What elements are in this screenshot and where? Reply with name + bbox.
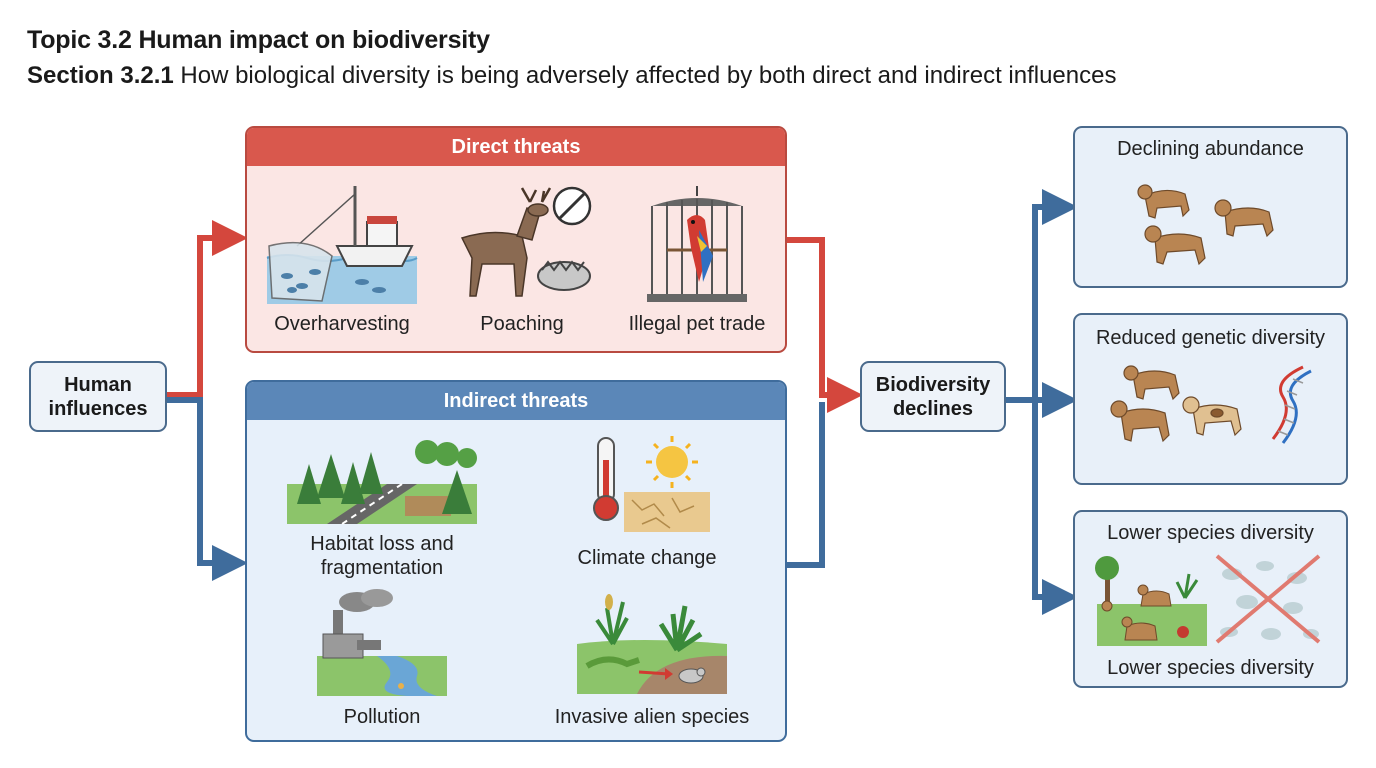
declining-abundance-label: Declining abundance [1117, 138, 1304, 160]
pollution-label: Pollution [343, 706, 421, 728]
lower-species-diversity-box: Lower species diversity Lower species di… [1073, 510, 1348, 688]
overharvesting-label: Overharvesting [274, 313, 410, 335]
section-text: How biological diversity is being advers… [180, 62, 1117, 89]
animals-dna-icon [1110, 365, 1312, 444]
illegal-pet-trade-label: Illegal pet trade [628, 313, 766, 335]
direct-threats-panel: Direct threats Overharvesting Poaching [245, 126, 787, 353]
fishing-boat-icon [266, 186, 418, 304]
direct-threats-title: Direct threats [247, 128, 785, 166]
invasive-species-label: Invasive alien species [554, 706, 750, 728]
animals-group-icon [1137, 184, 1274, 266]
arrow-biodiversity-to-outcomes [1006, 189, 1078, 403]
arrow-human-to-indirect [166, 397, 248, 581]
lower-species-diversity-label-bottom: Lower species diversity [1107, 657, 1314, 679]
reduced-genetic-diversity-box: Reduced genetic diversity [1073, 313, 1348, 485]
deer-trap-icon [460, 186, 592, 297]
thermometer-sun-icon [593, 436, 710, 532]
indirect-threats-panel: Indirect threats Habitat loss and fragme… [245, 380, 787, 742]
factory-pollution-icon [317, 589, 447, 696]
caged-parrot-icon [647, 186, 747, 302]
biodiversity-declines-node: Biodiversity declines [860, 361, 1006, 432]
reduced-genetic-diversity-label: Reduced genetic diversity [1095, 327, 1325, 349]
topic-title: Topic 3.2 Human impact on biodiversity [27, 26, 490, 54]
human-influences-label: Human influences [48, 373, 148, 420]
human-influences-node: Human influences [29, 361, 167, 432]
poaching-label: Poaching [480, 313, 564, 335]
habitat-loss-label: Habitat loss and fragmentation [310, 533, 454, 579]
declining-abundance-box: Declining abundance [1073, 126, 1348, 288]
climate-change-label: Climate change [577, 547, 717, 569]
biodiversity-declines-label: Biodiversity declines [875, 373, 991, 420]
arrow-human-to-direct [166, 220, 248, 398]
indirect-threats-title: Indirect threats [247, 382, 785, 420]
section-subtitle: Section 3.2.1 How biological diversity i… [27, 62, 1116, 90]
section-label: Section 3.2.1 [27, 62, 174, 89]
arrow-direct-to-biodiversity [787, 237, 863, 413]
species-loss-icon [1095, 554, 1321, 646]
invasive-species-icon [577, 594, 727, 694]
forest-road-icon [287, 440, 477, 525]
arrow-indirect-to-biodiversity [787, 402, 825, 568]
lower-species-diversity-label-top: Lower species diversity [1107, 522, 1314, 544]
